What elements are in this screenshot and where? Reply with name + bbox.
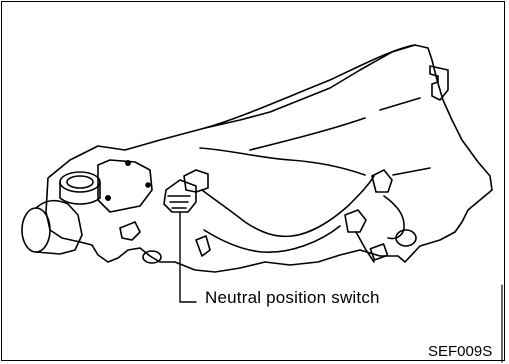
case-ridge-line-3 bbox=[392, 167, 431, 176]
neutral-position-switch-label: Neutral position switch bbox=[205, 288, 380, 307]
front-top-port-body bbox=[59, 181, 101, 205]
neutral-switch-body bbox=[163, 179, 197, 213]
lower-boss-1 bbox=[119, 221, 141, 241]
neutral-switch-threads bbox=[167, 195, 191, 209]
wire-harness-lower bbox=[203, 225, 341, 253]
front-bell-housing bbox=[21, 207, 51, 253]
flange-bolt-2 bbox=[125, 160, 132, 167]
lower-boss-3 bbox=[195, 235, 211, 257]
right-mount-boss bbox=[395, 229, 417, 247]
rear-bracket bbox=[429, 65, 449, 101]
flange-bolt-3 bbox=[145, 182, 151, 188]
lower-boss-2 bbox=[142, 250, 162, 264]
neutral-switch-connector bbox=[183, 169, 209, 193]
right-harness-wrap bbox=[383, 195, 405, 240]
flange-bolt-1 bbox=[105, 195, 112, 202]
callout-leader-line bbox=[179, 211, 197, 303]
wire-harness bbox=[201, 175, 375, 238]
right-connector-lead bbox=[355, 231, 375, 263]
right-connector-1 bbox=[344, 209, 367, 233]
figure-code: SEF009S bbox=[428, 343, 493, 360]
diagram-frame bbox=[1, 1, 505, 361]
case-ridge-upper bbox=[204, 44, 416, 129]
right-connector-2 bbox=[371, 169, 393, 193]
front-top-port bbox=[59, 171, 101, 193]
front-bell-shell bbox=[35, 199, 83, 255]
right-connector-plug bbox=[369, 243, 389, 261]
case-ridge-line-2 bbox=[379, 97, 421, 111]
front-flange bbox=[97, 159, 153, 213]
transmission-case-outline bbox=[45, 44, 493, 273]
case-ridge-line-1 bbox=[249, 117, 366, 151]
case-ridge-line-4 bbox=[199, 147, 366, 176]
front-top-port-inner bbox=[66, 175, 94, 189]
